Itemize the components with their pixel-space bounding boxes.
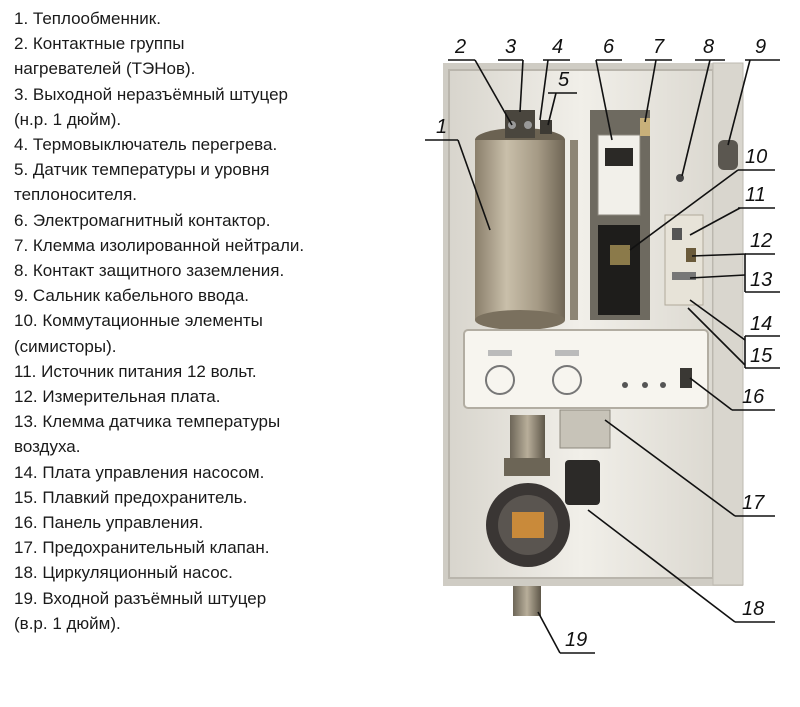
- leader-1: [457, 139, 491, 231]
- legend-item: 12. Измерительная плата.: [14, 387, 221, 407]
- leader-16: [689, 377, 733, 411]
- legend-item: 1. Теплообменник.: [14, 9, 161, 28]
- leader-14: [689, 299, 746, 341]
- power-supply-board: [664, 214, 704, 306]
- leader-13: [689, 274, 746, 279]
- callout-7: 7: [653, 36, 665, 58]
- leader-19: [537, 611, 561, 654]
- contactor: [597, 134, 641, 216]
- leader-5: [547, 92, 557, 126]
- power-dial: [552, 365, 582, 395]
- safety-valve: [559, 409, 611, 449]
- legend-item: 8. Контакт защитного заземления.: [14, 261, 285, 281]
- air-sensor-terminal: [672, 272, 696, 280]
- leader-15: [687, 307, 746, 366]
- callout-18: 18: [742, 598, 764, 620]
- callout-12: 12: [750, 230, 772, 252]
- tank-body: [475, 140, 565, 320]
- legend-item: 13. Клемма датчика температуры воздуха.: [14, 412, 281, 457]
- legend-list: 1. Теплообменник. 2. Контактные группы н…: [14, 6, 424, 636]
- legend-item: 19. Входной разъёмный штуцер (в.р. 1 дюй…: [14, 588, 267, 633]
- legend-item: 17. Предохранительный клапан.: [14, 538, 270, 558]
- leader-2: [474, 59, 513, 126]
- leader-8: [681, 59, 711, 177]
- measurement-board-component: [686, 248, 696, 262]
- legend-item: 5. Датчик температуры и уровня теплоноси…: [14, 160, 270, 205]
- legend-item: 6. Электромагнитный контактор.: [14, 210, 271, 230]
- callout-5: 5: [558, 69, 570, 91]
- leader-lines: [425, 59, 780, 654]
- legend-item: 9. Сальник кабельного ввода.: [14, 286, 250, 306]
- legend-item: 16. Панель управления.: [14, 513, 204, 533]
- leader-17: [604, 419, 736, 517]
- electronics-column: [590, 110, 704, 320]
- neutral-terminal: [640, 118, 650, 136]
- leader-10: [629, 169, 739, 251]
- legend-item: 10. Коммутационные элементы (симисторы).: [14, 311, 263, 356]
- legend-item: 2. Контактные группы нагревателей (ТЭНов…: [14, 34, 196, 79]
- leader-7: [644, 59, 657, 123]
- legend-item: 18. Циркуляционный насос.: [14, 563, 233, 583]
- control-panel-face: [463, 329, 709, 409]
- tank-bottom: [475, 310, 565, 330]
- triac-heatsink: [610, 245, 630, 265]
- leader-6: [595, 59, 613, 141]
- overheat-switch: [540, 120, 552, 134]
- callout-14: 14: [750, 313, 772, 335]
- fuse-holder: [680, 368, 692, 388]
- pump-label: [512, 512, 544, 538]
- indicator-led: [660, 382, 666, 388]
- dial-scale: [488, 350, 512, 356]
- callout-15: 15: [750, 345, 773, 367]
- inlet-fitting: [513, 586, 541, 616]
- indicator-led: [622, 382, 628, 388]
- legend-item: 3. Выходной неразъёмный штуцер (н.р. 1 д…: [14, 84, 288, 129]
- indicator-led: [642, 382, 648, 388]
- callout-10: 10: [745, 146, 767, 168]
- heat-exchanger: [475, 110, 578, 330]
- leader-12: [691, 253, 747, 257]
- leader-9: [727, 59, 751, 146]
- legend-item: 11. Источник питания 12 вольт.: [14, 361, 257, 381]
- heater-contact: [524, 121, 532, 129]
- triac-block: [598, 225, 640, 315]
- callout-6: 6: [603, 36, 615, 58]
- power-supply-component: [672, 228, 682, 240]
- callout-11: 11: [745, 184, 766, 206]
- callout-19: 19: [565, 629, 587, 651]
- callout-1: 1: [436, 116, 447, 138]
- control-panel: [463, 329, 709, 409]
- thermostat-dial: [485, 365, 515, 395]
- leader-3: [519, 59, 524, 113]
- callout-numbers: 1 2 3 4 5 6 7 8 9 10 11 12 13 14 15 16 1…: [436, 36, 773, 651]
- callout-9: 9: [755, 36, 766, 58]
- callout-3: 3: [505, 36, 516, 58]
- callout-13: 13: [750, 269, 772, 291]
- callout-8: 8: [703, 36, 714, 58]
- contactor-window: [605, 148, 633, 166]
- legend-item: 15. Плавкий предохранитель.: [14, 487, 248, 507]
- legend-item: 7. Клемма изолированной нейтрали.: [14, 235, 305, 255]
- circulation-pump: [486, 460, 600, 567]
- legend-item: 14. Плата управления насосом.: [14, 462, 265, 482]
- callout-17: 17: [742, 492, 765, 514]
- leader-18: [587, 509, 736, 623]
- callout-16: 16: [742, 386, 765, 408]
- piping: [504, 409, 611, 476]
- leader-4: [539, 59, 549, 121]
- dial-scale: [555, 350, 579, 356]
- pump-terminal-box: [565, 460, 600, 505]
- callout-4: 4: [552, 36, 563, 58]
- leader-11: [689, 207, 741, 236]
- mounting-bracket: [570, 140, 578, 320]
- pipe-nut: [504, 458, 550, 476]
- legend-item: 4. Термовыключатель перегрева.: [14, 135, 278, 155]
- cable-gland: [718, 140, 738, 170]
- callout-2: 2: [454, 36, 466, 58]
